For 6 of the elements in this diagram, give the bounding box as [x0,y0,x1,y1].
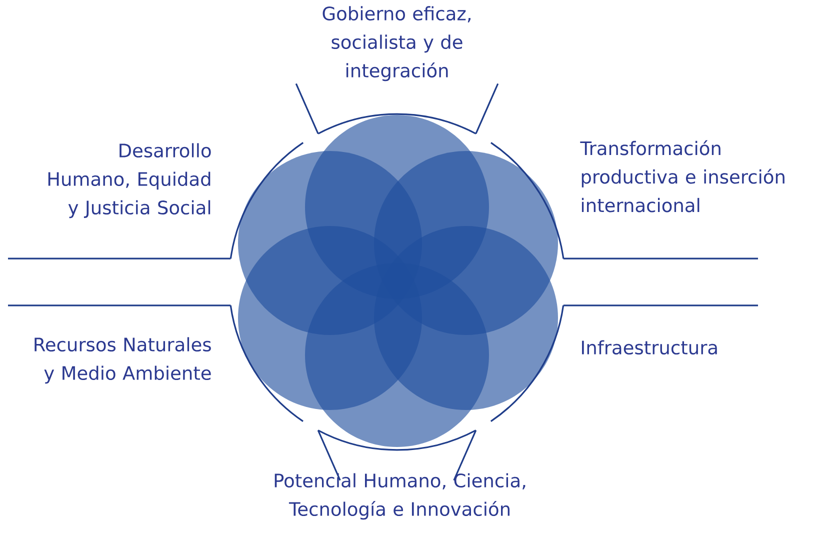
label: Recursos Naturales y Medio Ambiente [34,337,211,384]
label: Infraestructura [582,340,717,355]
label: Potencial Humano, Ciencia, Tecnología e Innovación [274,473,526,520]
label: Desarrollo Humano, Equidad y Justicia Social [48,143,211,218]
label: Gobierno eficaz, socialista y de integración [322,6,470,82]
label: Transformación productiva e inserción internacional [580,140,784,212]
